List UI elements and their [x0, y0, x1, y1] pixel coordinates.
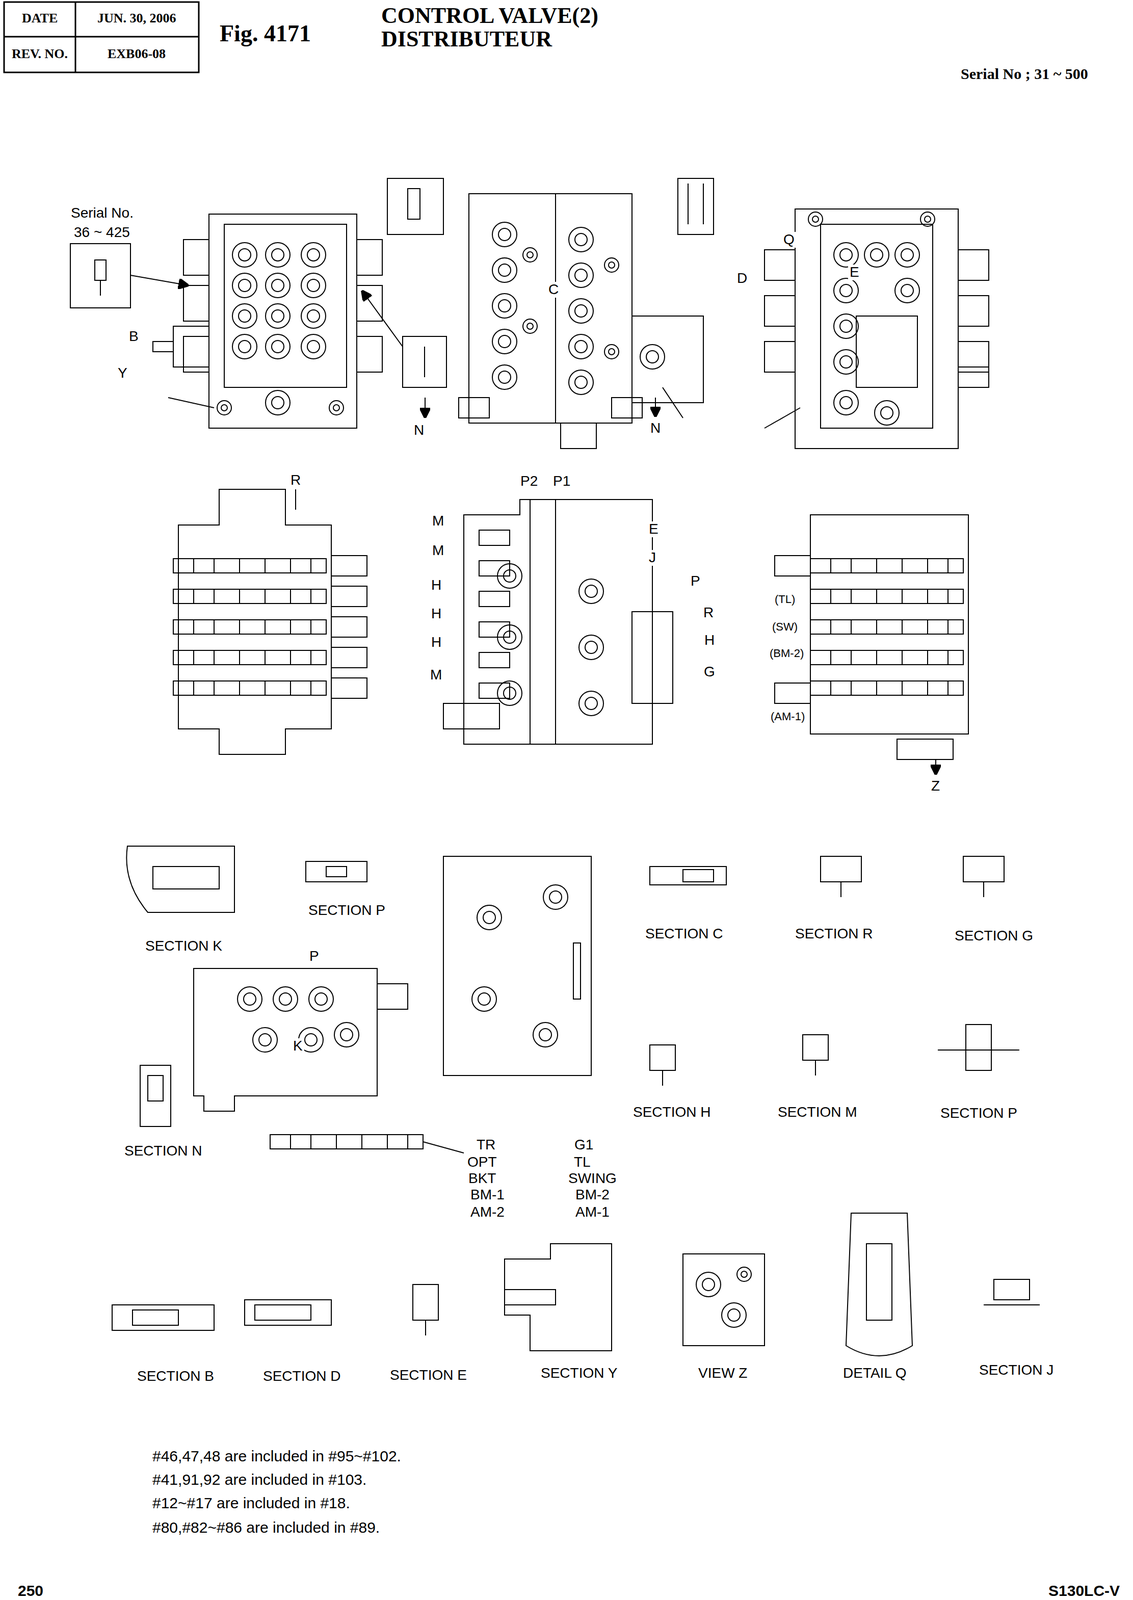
view-marker: E	[848, 264, 861, 281]
spool-name: BM-2	[573, 1187, 612, 1203]
view-marker: D	[735, 270, 749, 287]
view-marker: N	[648, 420, 663, 437]
section-marker: G	[702, 664, 717, 680]
view-marker: Y	[116, 365, 129, 382]
port-name: R	[288, 472, 303, 489]
section-title: SECTION M	[776, 1104, 859, 1121]
page-title: CONTROL VALVE(2) DISTRIBUTEUR	[381, 4, 606, 51]
port-name: P2	[518, 473, 540, 490]
table-cell: REV. NO.	[10, 46, 70, 62]
view-marker: K	[291, 1038, 305, 1055]
table-cell: JUN. 30, 2006	[95, 11, 178, 26]
section-title: SECTION P	[306, 902, 387, 919]
note: #80,#82~#86 are included in #89.	[150, 1518, 382, 1536]
section-title: SECTION G	[953, 928, 1035, 944]
view-marker: P	[307, 948, 321, 965]
section-marker: H	[429, 634, 443, 651]
spool-name: OPT	[465, 1154, 499, 1171]
page-number: 250	[16, 1582, 45, 1599]
section-title: SECTION H	[631, 1104, 713, 1121]
section-marker: M	[430, 513, 446, 530]
section-title: SECTION R	[793, 926, 875, 942]
section-marker: M	[430, 542, 446, 559]
spool-name: (BM-2)	[768, 647, 806, 660]
view-marker: Z	[929, 778, 942, 795]
spool-name: SWING	[566, 1170, 619, 1187]
figure-number: Fig. 4171	[218, 20, 313, 47]
section-marker: E	[647, 521, 661, 538]
section-title: SECTION K	[143, 938, 224, 955]
serial-note: Serial No.	[69, 205, 136, 222]
section-title: SECTION B	[135, 1368, 216, 1385]
section-marker: J	[647, 549, 658, 566]
section-marker: H	[702, 632, 717, 649]
note: #41,91,92 are included in #103.	[150, 1470, 368, 1488]
section-title: SECTION Y	[539, 1365, 619, 1382]
section-marker: M	[428, 667, 444, 683]
spool-name: G1	[572, 1137, 595, 1153]
section-title: SECTION J	[977, 1362, 1056, 1379]
view-marker: B	[127, 328, 141, 345]
section-title: SECTION E	[388, 1367, 469, 1384]
section-title: VIEW Z	[696, 1365, 749, 1382]
section-title: SECTION D	[261, 1368, 342, 1385]
table-cell: EXB06-08	[106, 46, 168, 62]
view-marker: C	[546, 281, 561, 298]
spool-name: BKT	[466, 1170, 498, 1187]
section-title: SECTION C	[643, 926, 725, 942]
view-marker: N	[412, 422, 426, 439]
section-marker: R	[701, 604, 716, 621]
serial-range: Serial No ; 31 ~ 500	[959, 65, 1090, 83]
spool-name: AM-1	[573, 1204, 612, 1221]
view-marker: Q	[781, 231, 797, 248]
section-marker: H	[429, 605, 443, 622]
spool-name: (SW)	[770, 620, 800, 634]
serial-note: 36 ~ 425	[72, 224, 132, 241]
spool-name: (AM-1)	[769, 710, 807, 723]
spool-name: TR	[475, 1137, 497, 1153]
section-title: DETAIL Q	[841, 1365, 908, 1382]
note: #12~#17 are included in #18.	[150, 1494, 352, 1512]
model-name: S130LC-V	[1046, 1582, 1122, 1599]
section-marker: H	[429, 577, 443, 594]
spool-name: AM-2	[468, 1204, 507, 1221]
table-cell: DATE	[20, 11, 60, 26]
section-title: SECTION N	[122, 1143, 204, 1159]
section-title: SECTION P	[938, 1105, 1019, 1122]
spool-name: (TL)	[773, 593, 797, 606]
section-marker: P	[689, 573, 702, 590]
spool-name: TL	[572, 1154, 593, 1171]
spool-name: BM-1	[468, 1187, 507, 1203]
note: #46,47,48 are included in #95~#102.	[150, 1447, 403, 1465]
port-name: P1	[551, 473, 572, 490]
